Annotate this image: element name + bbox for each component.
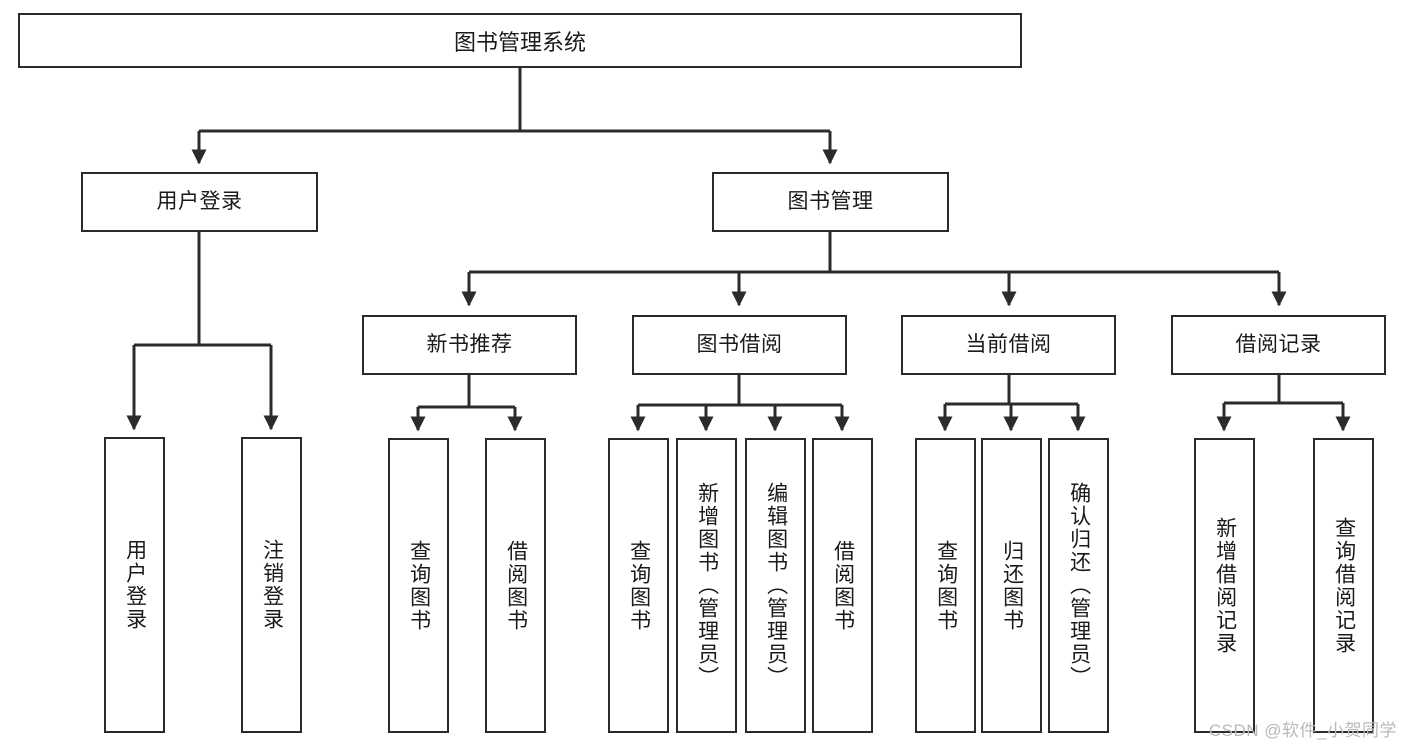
leaf-borrow-query-book-label: 查询图书 [627, 539, 651, 632]
leaf-borrow-query-book[interactable]: 查询图书 [608, 438, 669, 733]
leaf-current-confirm-return-label: 确认归还（管理员） [1067, 482, 1091, 689]
node-borrow-records[interactable]: 借阅记录 [1171, 315, 1386, 375]
leaf-current-query-book-label: 查询图书 [934, 539, 958, 632]
node-current-borrow[interactable]: 当前借阅 [901, 315, 1116, 375]
node-borrow-records-label: 借阅记录 [1235, 333, 1322, 357]
leaf-borrow-borrow-book-label: 借阅图书 [831, 539, 855, 632]
leaf-user-login-login-label: 用户登录 [123, 539, 147, 631]
edges-records-to-leaves [1216, 375, 1351, 432]
leaf-current-return-book[interactable]: 归还图书 [981, 438, 1042, 733]
edges-bookmgmt-to-level3 [461, 232, 1287, 307]
leaf-borrow-add-book[interactable]: 新增图书（管理员） [676, 438, 737, 733]
leaf-records-query-record-label: 查询借阅记录 [1332, 516, 1356, 655]
leaf-new-book-borrow[interactable]: 借阅图书 [485, 438, 546, 733]
leaf-new-book-query-label: 查询图书 [407, 539, 431, 632]
edges-newbook-to-leaves [410, 375, 523, 432]
node-root-label: 图书管理系统 [453, 29, 586, 55]
node-book-borrow-label: 图书借阅 [696, 333, 783, 357]
leaf-borrow-edit-book[interactable]: 编辑图书（管理员） [745, 438, 806, 733]
leaf-borrow-add-book-label: 新增图书（管理员） [695, 482, 719, 689]
leaf-user-login-login[interactable]: 用户登录 [104, 437, 165, 733]
edges-borrow-to-leaves [630, 375, 850, 432]
leaf-records-query-record[interactable]: 查询借阅记录 [1313, 438, 1374, 733]
leaf-user-login-logout-label: 注销登录 [260, 539, 284, 631]
leaf-current-confirm-return[interactable]: 确认归还（管理员） [1048, 438, 1109, 733]
edges-root-to-level2 [191, 68, 838, 165]
node-book-management[interactable]: 图书管理 [712, 172, 949, 232]
leaf-new-book-query[interactable]: 查询图书 [388, 438, 449, 733]
edges-userlogin-to-leaves [126, 232, 279, 431]
node-current-borrow-label: 当前借阅 [965, 333, 1052, 357]
leaf-current-query-book[interactable]: 查询图书 [915, 438, 976, 733]
node-user-login[interactable]: 用户登录 [81, 172, 318, 232]
edges-current-to-leaves [937, 375, 1086, 432]
leaf-borrow-edit-book-label: 编辑图书（管理员） [764, 482, 788, 689]
node-user-login-label: 用户登录 [156, 190, 243, 214]
leaf-records-add-record[interactable]: 新增借阅记录 [1194, 438, 1255, 733]
node-book-borrow[interactable]: 图书借阅 [632, 315, 847, 375]
leaf-user-login-logout[interactable]: 注销登录 [241, 437, 302, 733]
node-book-management-label: 图书管理 [787, 190, 874, 214]
leaf-current-return-book-label: 归还图书 [1000, 539, 1024, 632]
node-new-book-recommend-label: 新书推荐 [426, 333, 513, 357]
leaf-borrow-borrow-book[interactable]: 借阅图书 [812, 438, 873, 733]
leaf-records-add-record-label: 新增借阅记录 [1213, 516, 1237, 655]
node-root[interactable]: 图书管理系统 [18, 13, 1022, 68]
node-new-book-recommend[interactable]: 新书推荐 [362, 315, 577, 375]
leaf-new-book-borrow-label: 借阅图书 [504, 539, 528, 632]
